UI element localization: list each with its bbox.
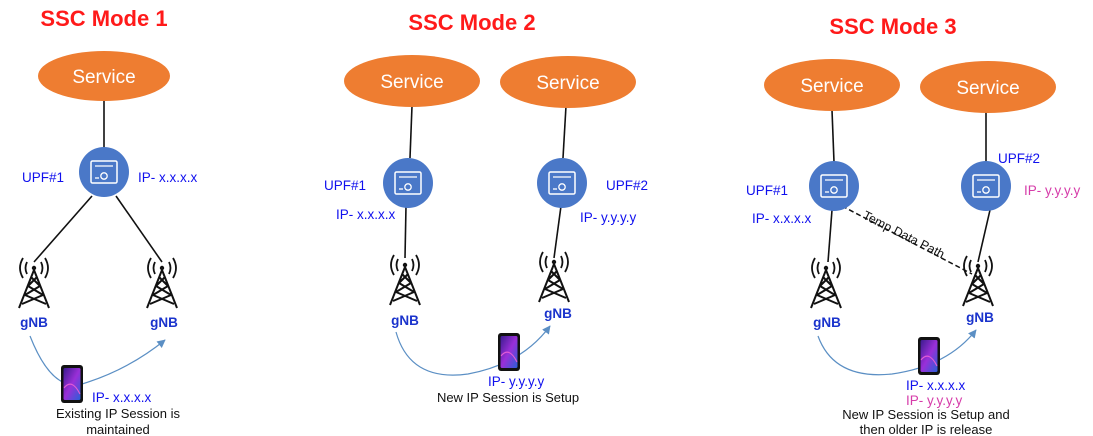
gnb-label-2: gNB [544, 306, 572, 321]
gnb-tower-icon [538, 251, 570, 303]
ip-label-1: IP- x.x.x.x [752, 211, 812, 226]
service-cloud [38, 51, 170, 101]
ip-label-1: IP- x.x.x.x [336, 207, 396, 222]
service-label-1: Service [800, 76, 863, 97]
gnb-label-left: gNB [20, 315, 48, 330]
upf-router-icon [808, 160, 860, 212]
service-label-2: Service [536, 73, 599, 94]
ip-label: IP- x.x.x.x [138, 170, 198, 185]
link-service-upf-1 [831, 109, 835, 163]
link-service-upf-1 [409, 105, 413, 159]
mode-3-title: SSC Mode 3 [829, 14, 956, 39]
upf-router-icon [960, 160, 1012, 212]
gnb-tower-icon [146, 257, 178, 309]
smartphone-icon [917, 336, 941, 376]
ue-ip-label: IP- y.y.y.y [488, 374, 544, 389]
link-upf-gnb-left [33, 195, 93, 263]
smartphone-icon [60, 364, 84, 404]
mode-3: SSC Mode 3 Temp Data Path Service Servic… [746, 14, 1080, 436]
mode-1: SSC Mode 1 Service UPF#1 IP- x.x.x.x gNB… [18, 6, 198, 436]
temp-data-path-label: Temp Data Path [861, 208, 947, 261]
service-cloud [344, 55, 480, 107]
service-label-2: Service [956, 78, 1019, 99]
caption-line-2: then older IP is release [860, 422, 993, 436]
upf-router-icon [382, 157, 434, 209]
upf-label: UPF#1 [22, 170, 64, 185]
caption-line-1: New IP Session is Setup [437, 390, 579, 405]
link-upf2-gnb [977, 209, 991, 263]
gnb-label-2: gNB [966, 310, 994, 325]
handover-arrow [29, 335, 166, 386]
service-cloud [500, 56, 636, 108]
upf-label-1: UPF#1 [324, 178, 366, 193]
upf-router-icon [78, 146, 130, 198]
mode-2: SSC Mode 2 Service Service UPF#1 IP- x.x… [324, 10, 648, 405]
link-service-upf-2 [562, 105, 567, 159]
gnb-tower-icon [389, 254, 421, 306]
upf-label-2: UPF#2 [998, 151, 1040, 166]
link-upf1-gnb [827, 209, 833, 263]
gnb-tower-icon [810, 257, 842, 309]
link-upf-gnb-right [115, 195, 163, 263]
caption-line-2: maintained [86, 422, 150, 436]
service-cloud [920, 61, 1056, 113]
link-upf2-gnb [553, 205, 562, 259]
gnb-tower-icon [962, 255, 994, 307]
smartphone-icon [497, 332, 521, 372]
ip-label-2: IP- y.y.y.y [580, 210, 636, 225]
ue-ip-label-2: IP- y.y.y.y [906, 393, 962, 408]
ue-ip-label: IP- x.x.x.x [92, 390, 152, 405]
gnb-tower-icon [18, 257, 50, 309]
handover-arrow [817, 329, 977, 376]
upf-router-icon [536, 157, 588, 209]
ip-label-2: IP- y.y.y.y [1024, 183, 1080, 198]
service-cloud [764, 59, 900, 111]
link-upf1-gnb [404, 205, 407, 259]
temp-data-path-line [841, 205, 973, 275]
mode-1-title: SSC Mode 1 [40, 6, 167, 31]
service-label: Service [72, 67, 135, 88]
upf-label-2: UPF#2 [606, 178, 648, 193]
handover-arrow [395, 325, 551, 376]
service-label-1: Service [380, 72, 443, 93]
mode-2-title: SSC Mode 2 [408, 10, 535, 35]
gnb-label-1: gNB [813, 315, 841, 330]
gnb-label-1: gNB [391, 313, 419, 328]
caption-line-1: New IP Session is Setup and [842, 407, 1009, 422]
caption-line-1: Existing IP Session is [56, 406, 181, 421]
upf-label-1: UPF#1 [746, 183, 788, 198]
ue-ip-label-1: IP- x.x.x.x [906, 378, 966, 393]
gnb-label-right: gNB [150, 315, 178, 330]
